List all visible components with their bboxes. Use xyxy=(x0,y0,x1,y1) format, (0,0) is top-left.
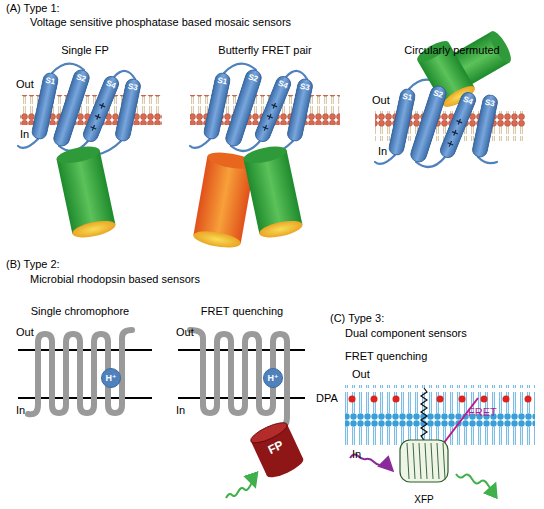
protein-linkers xyxy=(190,64,307,160)
text-label: (B) Type 2: xyxy=(6,258,60,271)
text-label: In xyxy=(20,128,29,141)
node-text: XFP xyxy=(396,494,452,506)
text-label: Out xyxy=(352,368,370,381)
fluorescent-protein xyxy=(242,143,304,240)
text-label: (C) Type 3: xyxy=(330,312,384,325)
lipid-bilayer xyxy=(345,385,535,445)
text-label: Out xyxy=(16,326,34,339)
text-label: Out xyxy=(176,326,194,339)
text-label: Microbial rhodopsin based sensors xyxy=(30,273,200,286)
text-label: FRET quenching xyxy=(201,305,283,318)
proton-circle: H⁺ xyxy=(101,368,121,388)
shape-outline xyxy=(396,436,452,486)
excitation-arrow xyxy=(226,482,254,498)
rhodopsin xyxy=(28,330,132,414)
text-label: In xyxy=(378,145,387,158)
text-label: Single FP xyxy=(61,44,109,57)
fluorescent-protein: FP xyxy=(247,418,307,483)
node-text: H⁺ xyxy=(263,368,283,388)
text-label: DPA xyxy=(316,392,338,405)
text-label: (A) Type 1: xyxy=(6,2,60,15)
rhodopsin xyxy=(190,330,287,430)
proton-circle: H⁺ xyxy=(263,368,283,388)
fret-line xyxy=(440,398,478,448)
text-label: In xyxy=(176,404,185,417)
text-label: Butterfly FRET pair xyxy=(218,44,311,57)
text-label: Out xyxy=(16,78,34,91)
fluorescent-barrel: XFP xyxy=(396,436,452,506)
dpa-molecules xyxy=(349,396,532,403)
protein-linkers xyxy=(18,64,135,155)
text-label: In xyxy=(16,404,25,417)
text-label: Dual component sensors xyxy=(345,327,467,340)
text-label: Out xyxy=(372,94,390,107)
text-label: In xyxy=(352,448,361,461)
text-label: FRET quenching xyxy=(345,350,427,363)
membrane-anchor xyxy=(421,388,427,440)
node-text: H⁺ xyxy=(101,368,121,388)
text-label: Voltage sensitive phosphatase based mosa… xyxy=(30,16,291,29)
text-label: Circularly permuted xyxy=(404,44,499,57)
emission-arrow xyxy=(456,474,494,489)
fluorescent-protein xyxy=(55,143,117,240)
text-label: FRET xyxy=(468,406,497,419)
text-label: Single chromophore xyxy=(31,305,129,318)
